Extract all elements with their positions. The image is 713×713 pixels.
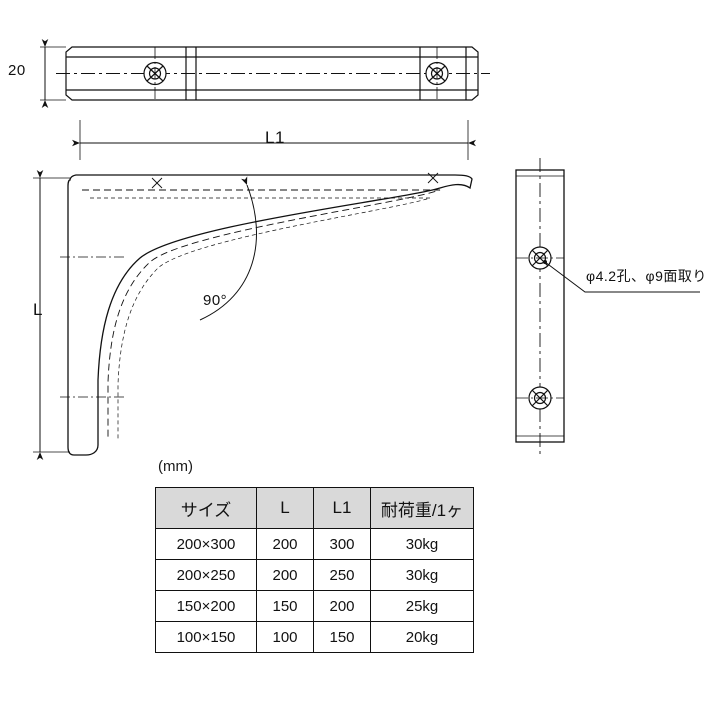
cell-l1: 250 <box>313 559 371 591</box>
label-l1: L1 <box>265 128 285 147</box>
table-header-l1: L1 <box>313 487 371 529</box>
cell-size: 200×300 <box>155 528 257 560</box>
bracket-side-view <box>60 172 473 456</box>
cell-size: 150×200 <box>155 590 257 622</box>
spec-table: サイズ L L1 耐荷重/1ヶ 200×300 200 300 30kg 200… <box>155 487 474 653</box>
cell-size: 200×250 <box>155 559 257 591</box>
table-row: 100×150 100 150 20kg <box>155 621 474 653</box>
label-thickness-20: 20 <box>8 62 26 79</box>
table-row: 150×200 150 200 25kg <box>155 590 474 622</box>
label-angle-90: 90° <box>203 292 228 309</box>
cell-l1: 150 <box>313 621 371 653</box>
table-header-l: L <box>256 487 314 529</box>
cell-l: 200 <box>256 559 314 591</box>
label-unit-mm: (mm) <box>158 458 193 475</box>
dimension-thickness-20 <box>40 39 66 108</box>
dimension-l <box>33 170 70 460</box>
table-row: 200×250 200 250 30kg <box>155 559 474 591</box>
cell-l: 200 <box>256 528 314 560</box>
end-view <box>515 158 700 454</box>
table-header-row: サイズ L L1 耐荷重/1ヶ <box>155 487 474 529</box>
label-l: L <box>33 300 43 319</box>
angle-indicator <box>199 176 257 321</box>
cell-size: 100×150 <box>155 621 257 653</box>
cell-load: 25kg <box>370 590 474 622</box>
cell-l: 100 <box>256 621 314 653</box>
dimension-l1 <box>72 120 476 160</box>
cell-l: 150 <box>256 590 314 622</box>
cell-l1: 200 <box>313 590 371 622</box>
label-hole-note: φ4.2孔、φ9面取り <box>586 268 707 284</box>
end-view-hole-lower <box>516 386 564 410</box>
table-row: 200×300 200 300 30kg <box>155 528 474 560</box>
cell-load: 20kg <box>370 621 474 653</box>
cell-load: 30kg <box>370 559 474 591</box>
top-view-hole-right <box>425 47 449 100</box>
cell-l1: 300 <box>313 528 371 560</box>
table-header-load: 耐荷重/1ヶ <box>370 487 474 529</box>
top-view-hole-left <box>143 47 167 100</box>
table-header-size: サイズ <box>155 487 257 529</box>
cell-load: 30kg <box>370 528 474 560</box>
